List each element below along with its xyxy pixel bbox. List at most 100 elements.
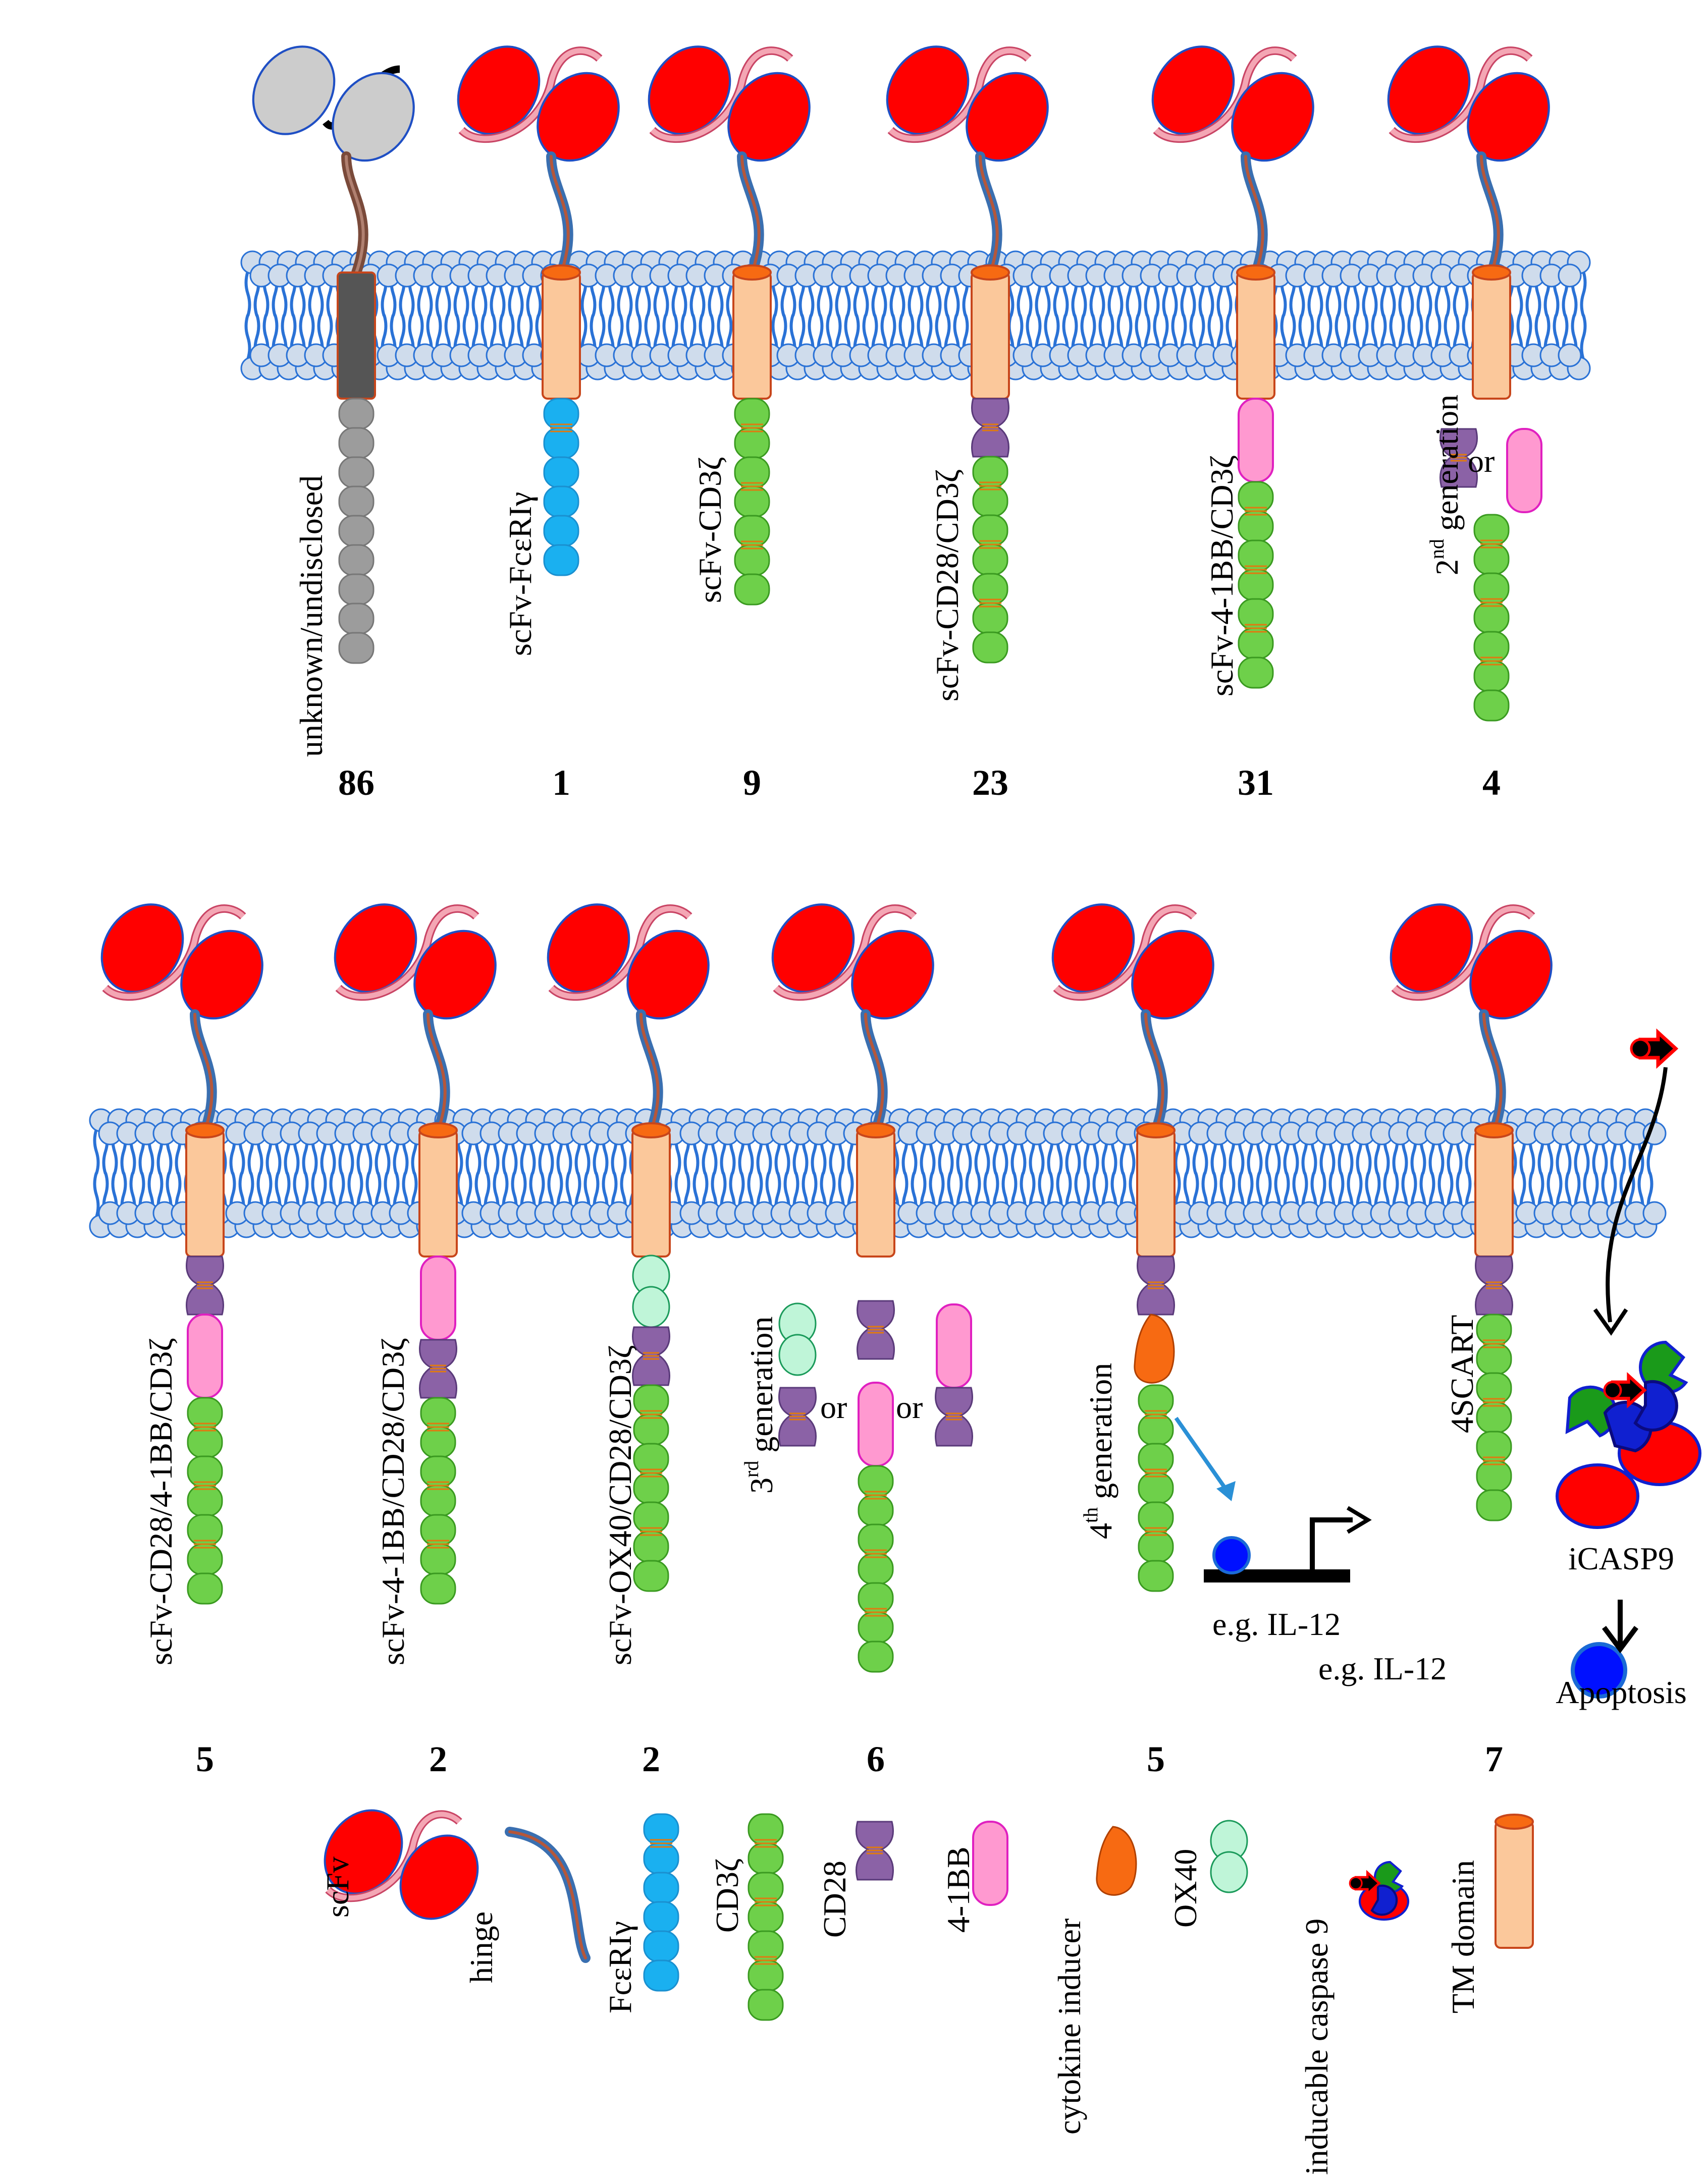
gen3-sup: rd — [740, 1461, 763, 1478]
label-scfv-ox40-cd28-cd3z: scFv-OX40/CD28/CD3ζ — [602, 1345, 638, 1665]
cd28-icon — [186, 1255, 224, 1316]
4-1bb-icon — [1238, 398, 1274, 483]
label-scfv-cd28-41bb-cd3z: scFv-CD28/4-1BB/CD3ζ — [143, 1338, 179, 1665]
icasp9-panel — [1556, 1028, 1701, 1654]
gen3-rest: generation — [743, 1317, 779, 1461]
legend-fceri-icon — [638, 1813, 684, 1992]
scfv-icon — [457, 45, 620, 162]
ox40-icon — [778, 1302, 817, 1376]
label-2nd-generation: 2nd generation — [1425, 395, 1465, 575]
tm-domain-icon — [418, 1122, 458, 1258]
cd3z-chain-icon — [1468, 514, 1515, 722]
cd28-icon — [778, 1387, 817, 1447]
dimerizer-arrowhead — [1593, 1308, 1628, 1336]
scfv-icon — [1387, 45, 1550, 162]
ox40-icon — [1210, 1820, 1248, 1893]
hinge-icon — [546, 151, 573, 278]
bottom-row-labels: scFv-CD28/4-1BB/CD3ζ scFv-4-1BB/CD28/CD3… — [143, 1315, 1687, 1779]
hinge-icon — [1241, 151, 1268, 278]
construct-4th-generation — [1051, 903, 1372, 1592]
tm-domain-icon — [1472, 264, 1511, 400]
cd28-icon — [857, 1300, 895, 1360]
4-1bb-icon — [858, 1382, 894, 1467]
promoter-arrow-icon — [1346, 1506, 1372, 1534]
dimerizer-bound-icon — [1603, 1372, 1647, 1408]
cd3z-chain-icon — [415, 1397, 461, 1605]
cd3z-chain-icon — [1471, 1314, 1517, 1521]
tm-domain-icon — [185, 1122, 225, 1258]
cd28-icon — [1137, 1255, 1175, 1316]
cd28-icon — [1475, 1255, 1513, 1316]
scfv-icon — [324, 1809, 479, 1920]
tm-domain-icon — [337, 271, 376, 400]
caspase-green-1 — [1565, 1385, 1617, 1438]
4-1bb-icon — [1506, 428, 1542, 513]
construct-unknown — [252, 45, 415, 664]
svg-text:4th generation: 4th generation — [1079, 1363, 1118, 1539]
caspase-red-1 — [1556, 1463, 1639, 1529]
induction-arrow — [1174, 1416, 1231, 1495]
gen4-rest: generation — [1083, 1363, 1118, 1507]
legend-cd28-label: CD28 — [817, 1861, 852, 1938]
construct-scfv-cd28-41bb-cd3z — [100, 903, 263, 1605]
hinge-icon — [341, 151, 368, 278]
tm-domain-icon — [1474, 1122, 1514, 1258]
hinge-icon — [1476, 151, 1504, 278]
apoptosis-arrowhead — [1602, 1626, 1639, 1654]
scfv-icon — [886, 45, 1049, 162]
4-1bb-icon — [936, 1303, 972, 1389]
construct-scfv-41bb-cd28-cd3z — [334, 903, 497, 1605]
membrane-top — [240, 250, 1591, 380]
cytokine-inducer-icon — [1096, 1826, 1137, 1896]
tm-domain-icon — [542, 264, 581, 400]
legend-41bb-label: 4-1BB — [940, 1846, 976, 1933]
count-41bb-cd28-cd3z: 2 — [429, 1739, 447, 1779]
gen4-il12-label: e.g. IL-12 — [1212, 1606, 1341, 1642]
apoptosis-label: Apoptosis — [1556, 1674, 1687, 1710]
hinge-icon — [423, 1009, 450, 1135]
scfv-icon — [100, 903, 263, 1020]
tm-domain-icon — [631, 1122, 671, 1258]
4-1bb-icon — [972, 1821, 1008, 1906]
svg-text:3rd generation: 3rd generation — [740, 1317, 779, 1494]
gen2-number: 2 — [1429, 559, 1465, 575]
legend-cd3z-icon — [742, 1813, 789, 2021]
legend-fceri-label: FcεRIγ — [602, 1921, 638, 2013]
label-scfv-41bb-cd28-cd3z: scFv-4-1BB/CD28/CD3ζ — [375, 1338, 411, 1665]
cd28-icon — [419, 1339, 457, 1399]
tm-domain-icon — [971, 264, 1010, 400]
cd28-icon — [632, 1326, 670, 1386]
label-unknown-undisclosed: unknown/undisclosed — [293, 475, 329, 757]
count-fceri: 1 — [552, 762, 570, 803]
ox40-icon — [632, 1254, 670, 1328]
legend-hinge-core — [508, 1830, 587, 1959]
count-unknown: 86 — [338, 762, 375, 803]
scfv-icon — [547, 903, 710, 1020]
caspase-blue-2 — [1633, 1380, 1678, 1432]
construct-scfv-41bb-cd3z — [1151, 45, 1314, 689]
label-4scart: 4SCART — [1444, 1315, 1480, 1433]
cytokine-inducer-icon — [1134, 1314, 1175, 1384]
scfv-icon — [648, 45, 811, 162]
construct-scfv-cd28-cd3z — [886, 45, 1049, 664]
unknown-binder-icon — [252, 45, 415, 162]
hinge-icon — [975, 151, 1002, 278]
4-1bb-icon — [420, 1255, 456, 1341]
legend-scfv-label: scFv — [319, 1857, 355, 1918]
construct-3rd-generation — [771, 903, 973, 1673]
tm-domain-icon — [732, 264, 772, 400]
gen2-or-text: or — [1468, 443, 1495, 479]
label-scfv-41bb-cd3z: scFv-4-1BB/CD3ζ — [1204, 455, 1240, 696]
hinge-icon — [190, 1009, 217, 1135]
il12-free-icon — [1571, 1642, 1627, 1699]
legend-caspase-icon — [1349, 1861, 1410, 1921]
construct-scfv-ox40-cd28-cd3z — [547, 903, 710, 1592]
hinge-icon — [737, 151, 764, 278]
gen2-sup: nd — [1425, 539, 1448, 559]
cd28-icon — [1439, 428, 1478, 488]
cd3z-chain-icon — [1133, 1384, 1179, 1592]
label-scfv-cd3z: scFv-CD3ζ — [692, 457, 728, 603]
gen3-or-text-1: or — [820, 1389, 847, 1425]
car-constructs — [100, 45, 1701, 2021]
tm-domain-icon — [1236, 264, 1275, 400]
